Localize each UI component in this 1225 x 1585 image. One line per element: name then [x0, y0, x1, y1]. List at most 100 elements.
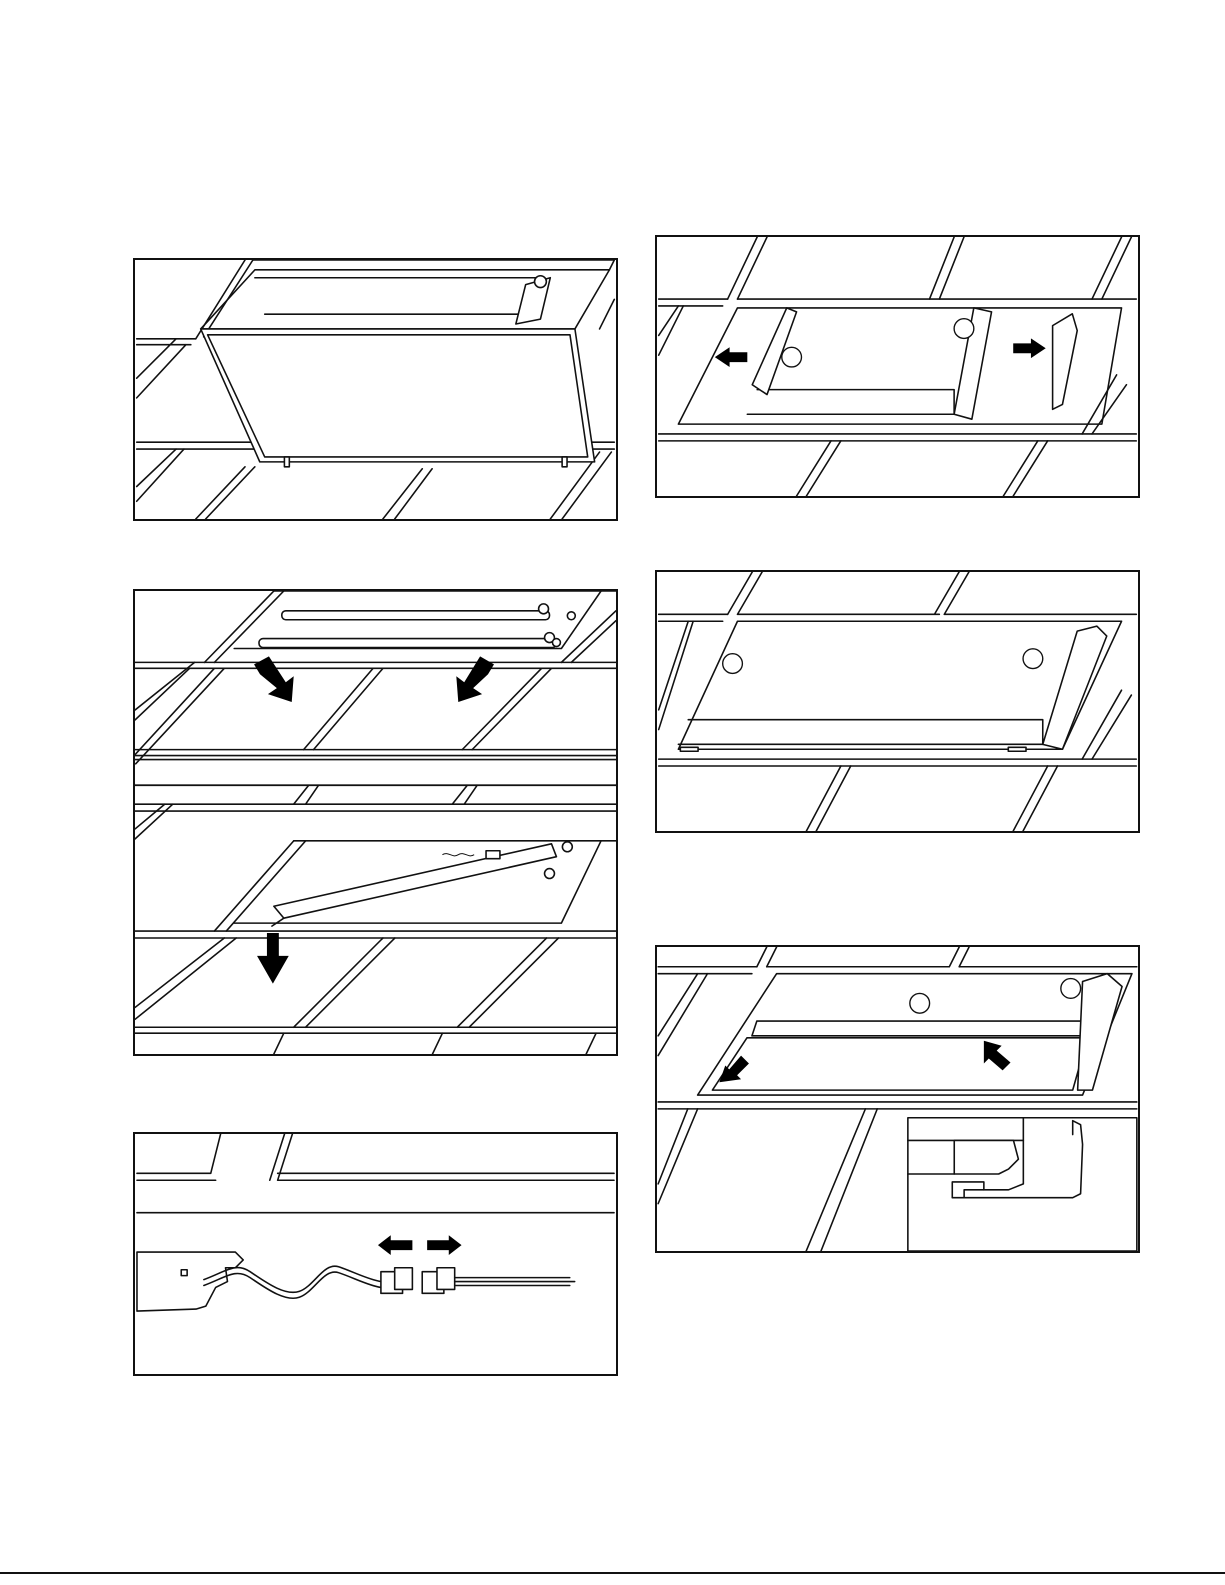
grid-line: [1013, 766, 1057, 831]
grid-line: [797, 441, 841, 496]
lamp-holder: [535, 276, 547, 288]
cover-plate: [752, 1021, 1097, 1036]
grid-line: [658, 1109, 697, 1204]
cover-edge: [272, 918, 284, 926]
lamp-holder: [545, 869, 555, 879]
grid-line: [659, 614, 728, 621]
grid-line: [137, 339, 186, 398]
grid-line: [1003, 441, 1047, 496]
arrow-icon: [719, 1056, 749, 1083]
wire-disconnect-illustration: [135, 1134, 616, 1374]
grid-line: [135, 662, 616, 668]
lens-door: [201, 329, 595, 462]
panel-cover-insert: [655, 945, 1140, 1253]
grid-line: [658, 967, 757, 974]
grid-line: [294, 785, 319, 804]
brackets-out-illustration: [657, 237, 1138, 496]
grid-line: [204, 591, 283, 662]
grid-line: [1082, 690, 1131, 759]
grid-line: [658, 974, 707, 1056]
section-gap: [135, 765, 616, 785]
callout-circle-icon: [910, 993, 930, 1013]
ballast-screw: [181, 1270, 187, 1276]
grid-line: [135, 938, 236, 1019]
brackets-installed-illustration: [657, 572, 1138, 831]
grid-line: [137, 339, 196, 345]
arrow-icon: [427, 1235, 461, 1255]
grid-line: [806, 766, 850, 831]
grid-line: [457, 938, 558, 1027]
cover-channel: [274, 844, 557, 918]
connector-male: [395, 1268, 413, 1290]
grid-line: [659, 306, 684, 355]
grid-line: [659, 434, 1137, 441]
hinge: [562, 457, 567, 467]
bracket-right: [1078, 974, 1122, 1090]
panel-wire-disconnect: [133, 1132, 618, 1376]
panel-lens-door-open: [133, 258, 618, 521]
lamp-tube: [282, 611, 550, 620]
grid-line: [659, 759, 1137, 766]
cover-insert-illustration: [657, 947, 1138, 1251]
lamp-holder: [539, 604, 549, 614]
detail-channel: [954, 1140, 1018, 1174]
grid-line: [214, 841, 305, 931]
arrow-icon: [1013, 338, 1045, 358]
grid-line: [135, 931, 616, 938]
panel-lamp-removal: [133, 589, 618, 1056]
panel-brackets-installed: [655, 570, 1140, 833]
lens-door-illustration: [135, 260, 616, 519]
grid-line: [659, 299, 728, 306]
grid-line: [135, 1027, 616, 1033]
grid-line: [659, 621, 693, 729]
end-clip: [1053, 314, 1078, 410]
callout-circle-icon: [1023, 649, 1043, 669]
reflector: [712, 1038, 1087, 1090]
ballast: [137, 1252, 243, 1311]
grid-line: [304, 668, 383, 749]
grid-line: [274, 1033, 596, 1054]
grid-line: [1082, 375, 1126, 434]
arrow-icon: [254, 656, 294, 702]
reflector: [747, 390, 954, 415]
arrow-icon: [456, 656, 494, 702]
lamp-tube: [259, 639, 556, 648]
hinge: [284, 457, 289, 467]
grid-line: [135, 804, 616, 811]
callout-circle-icon: [723, 654, 743, 674]
grid-line: [137, 1134, 221, 1180]
grid-line: [383, 469, 432, 519]
grid-line: [294, 938, 395, 1027]
grid-line: [137, 449, 184, 501]
grid-line: [135, 804, 173, 839]
grid-line: [270, 1134, 614, 1180]
grid-line: [135, 750, 616, 756]
grid-line: [728, 572, 1137, 614]
arrow-icon: [378, 1235, 412, 1255]
lamp-holder: [562, 842, 572, 852]
arrow-icon: [984, 1041, 1011, 1071]
lamp-holder: [552, 639, 560, 647]
grid-line: [806, 1109, 877, 1251]
callout-circle-icon: [782, 347, 802, 367]
bracket-right: [1043, 626, 1107, 749]
reflector: [678, 720, 1042, 745]
grid-line: [658, 1102, 1137, 1109]
arrow-icon: [257, 933, 289, 984]
tab: [1008, 747, 1026, 751]
arrow-icon: [715, 347, 747, 367]
grid-line: [196, 260, 253, 339]
callout-circle-icon: [954, 319, 974, 339]
grid-line: [196, 467, 255, 519]
grid-line: [728, 237, 767, 299]
wire: [204, 1272, 381, 1298]
panel-brackets-out: [655, 235, 1140, 498]
connector-female: [437, 1268, 455, 1290]
grid-line: [452, 785, 477, 804]
wire-squiggle: [442, 854, 474, 856]
grid-line: [757, 947, 1137, 967]
reflector: [255, 278, 541, 314]
grid-line: [1092, 237, 1136, 299]
lamp-holder: [567, 612, 575, 620]
tab: [680, 747, 698, 751]
